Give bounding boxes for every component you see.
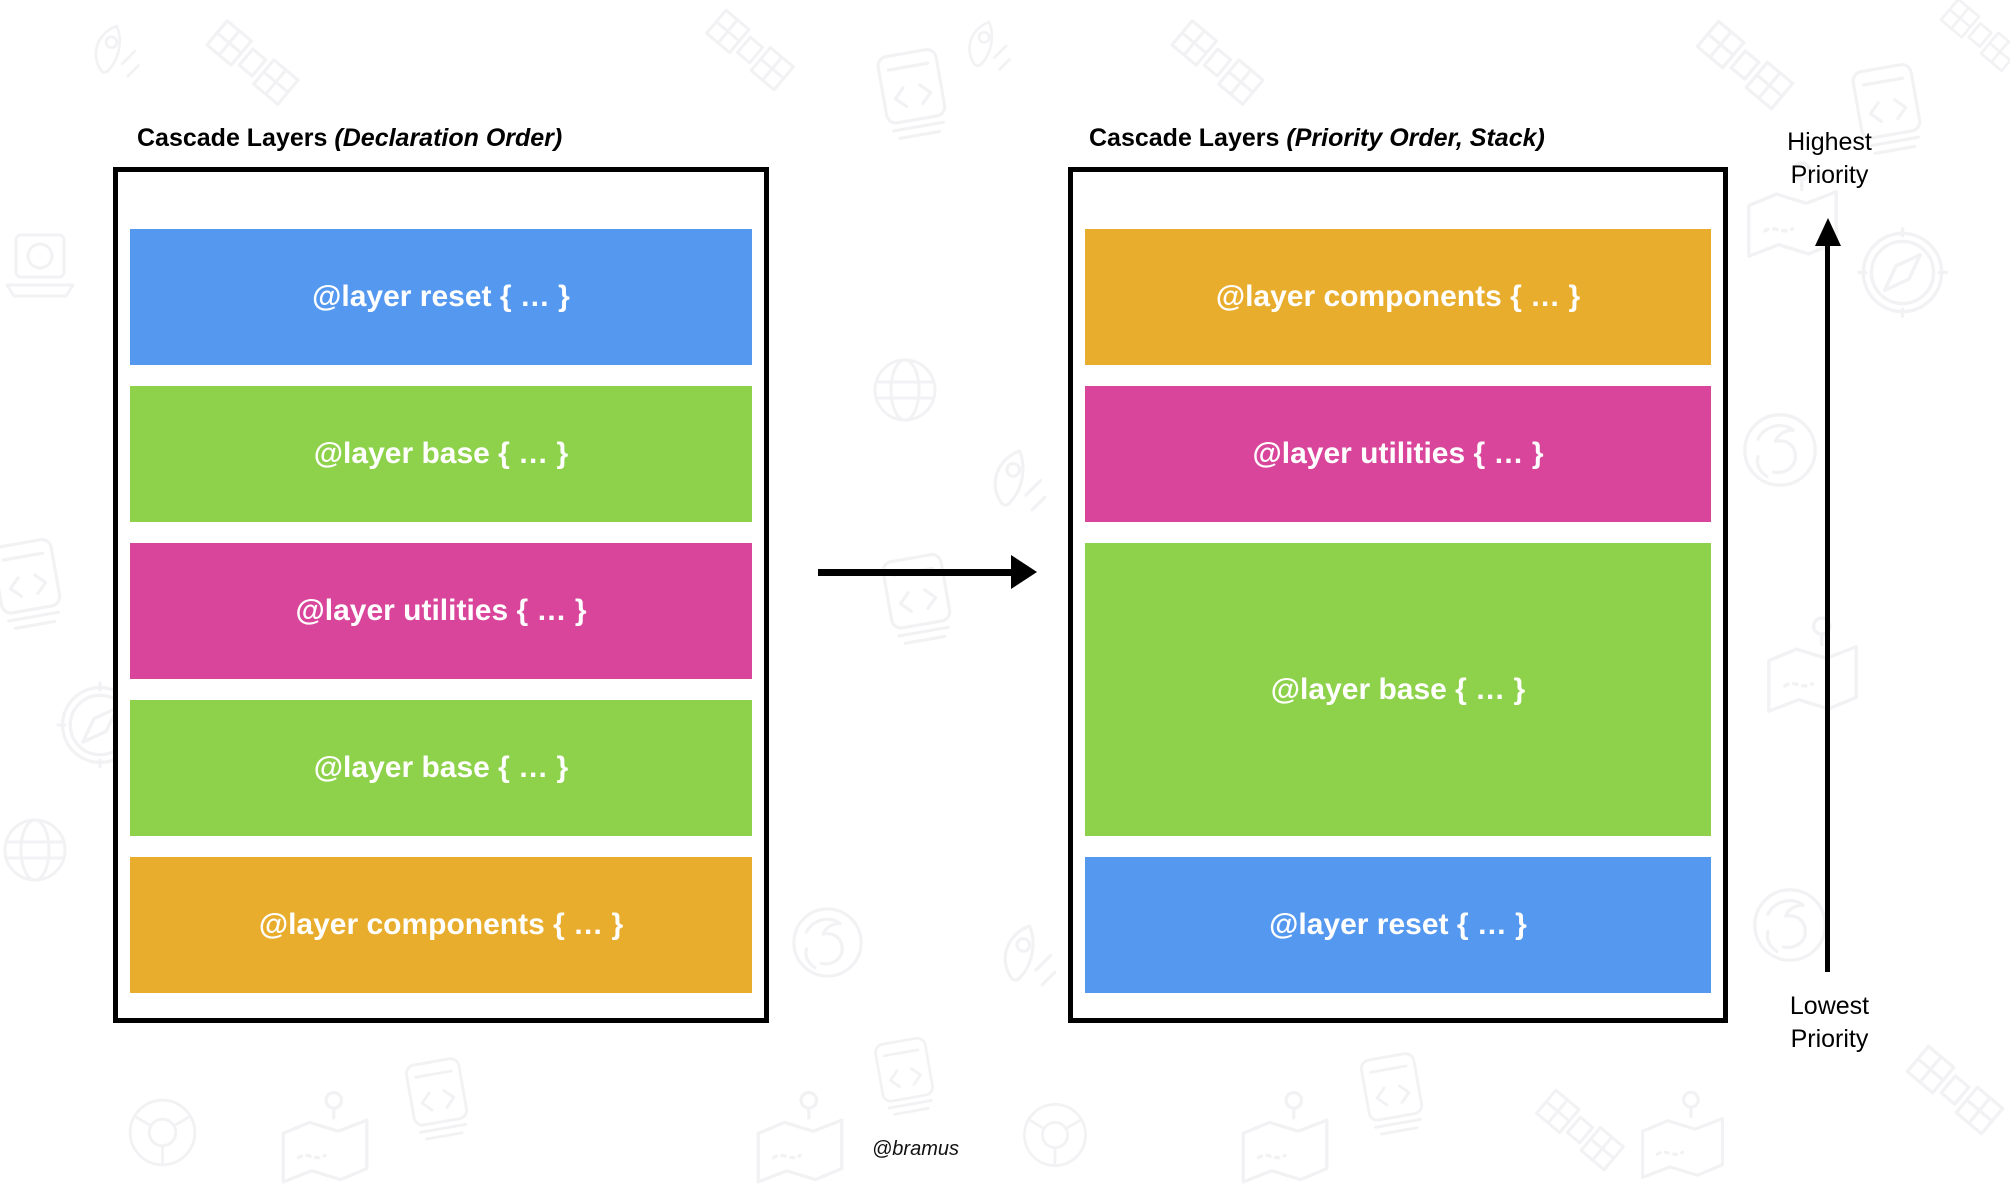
rocket-icon bbox=[975, 905, 1080, 1010]
satellite-icon bbox=[1935, 0, 2010, 80]
rocket-icon bbox=[965, 430, 1070, 535]
priority-order-layers: @layer components { … } @layer utilities … bbox=[1073, 172, 1723, 1018]
priority-axis-arrow-line bbox=[1825, 244, 1830, 972]
firefox-icon bbox=[775, 890, 880, 995]
layer-bar-components: @layer components { … } bbox=[1085, 229, 1711, 365]
layer-bar-label: @layer components { … } bbox=[258, 908, 624, 941]
right-panel-title-annotation: (Priority Order, Stack) bbox=[1286, 124, 1545, 152]
left-panel-title-annotation: (Declaration Order) bbox=[334, 124, 563, 152]
html-file-icon bbox=[390, 1050, 485, 1145]
rocket-icon bbox=[70, 8, 160, 98]
satellite-icon bbox=[1530, 1080, 1630, 1180]
highest-priority-label: Highest Priority bbox=[1787, 128, 1872, 189]
author-credit: @bramus bbox=[872, 1138, 959, 1160]
right-panel-title-text: Cascade Layers bbox=[1089, 124, 1280, 152]
lowest-priority-label: Lowest Priority bbox=[1789, 992, 1870, 1053]
map-icon bbox=[1630, 1085, 1735, 1184]
priority-order-box: @layer components { … } @layer utilities … bbox=[1068, 167, 1728, 1023]
html-file-icon bbox=[0, 530, 80, 635]
html-file-icon bbox=[860, 1030, 950, 1120]
layer-bar-base: @layer base { … } bbox=[130, 386, 752, 522]
satellite-icon bbox=[1690, 10, 1800, 120]
priority-axis-arrow-head bbox=[1815, 218, 1841, 246]
layer-bar-base-2: @layer base { … } bbox=[130, 700, 752, 836]
layer-bar-reset: @layer reset { … } bbox=[130, 229, 752, 365]
globe-icon bbox=[855, 340, 955, 440]
right-panel-title: Cascade Layers(Priority Order, Stack) bbox=[1089, 124, 1545, 153]
html-file-icon bbox=[1345, 1045, 1440, 1140]
left-panel-title-text: Cascade Layers bbox=[137, 124, 328, 152]
layer-bar-base: @layer base { … } bbox=[1085, 543, 1711, 836]
chrome-icon bbox=[115, 1085, 210, 1180]
rocket-icon bbox=[945, 5, 1030, 90]
layer-bar-label: @layer base { … } bbox=[1270, 672, 1526, 706]
layer-bar-utilities: @layer utilities { … } bbox=[130, 543, 752, 679]
layer-bar-label: @layer utilities { … } bbox=[1252, 437, 1544, 470]
layer-bar-label: @layer components { … } bbox=[1215, 280, 1581, 313]
satellite-icon bbox=[1900, 1035, 2010, 1145]
declaration-order-layers: @layer reset { … } @layer base { … } @laye… bbox=[118, 172, 764, 1018]
chrome-icon bbox=[1010, 1090, 1100, 1180]
layer-bar-reset: @layer reset { … } bbox=[1085, 857, 1711, 993]
satellite-icon bbox=[1165, 10, 1270, 115]
compass-icon bbox=[1845, 215, 1960, 330]
transform-arrow-head bbox=[1011, 555, 1037, 589]
globe-icon bbox=[0, 800, 85, 900]
declaration-order-box: @layer reset { … } @layer base { … } @laye… bbox=[113, 167, 769, 1023]
map-icon bbox=[1230, 1085, 1340, 1184]
transform-arrow-line bbox=[818, 569, 1013, 576]
layer-bar-label: @layer utilities { … } bbox=[295, 594, 587, 627]
layer-bar-label: @layer reset { … } bbox=[1269, 908, 1527, 941]
satellite-icon bbox=[200, 10, 305, 115]
satellite-icon bbox=[700, 0, 800, 100]
layer-bar-label: @layer base { … } bbox=[313, 437, 569, 470]
layer-bar-components: @layer components { … } bbox=[130, 857, 752, 993]
left-panel-title: Cascade Layers(Declaration Order) bbox=[137, 124, 562, 153]
layer-bar-label: @layer reset { … } bbox=[312, 280, 570, 313]
map-icon bbox=[270, 1085, 380, 1184]
map-icon bbox=[745, 1085, 855, 1184]
transform-arrow bbox=[818, 555, 1038, 590]
laptop-icon bbox=[0, 215, 90, 315]
priority-axis-arrow bbox=[1812, 218, 1844, 972]
layer-bar-label: @layer base { … } bbox=[313, 751, 569, 784]
layer-bar-utilities: @layer utilities { … } bbox=[1085, 386, 1711, 522]
